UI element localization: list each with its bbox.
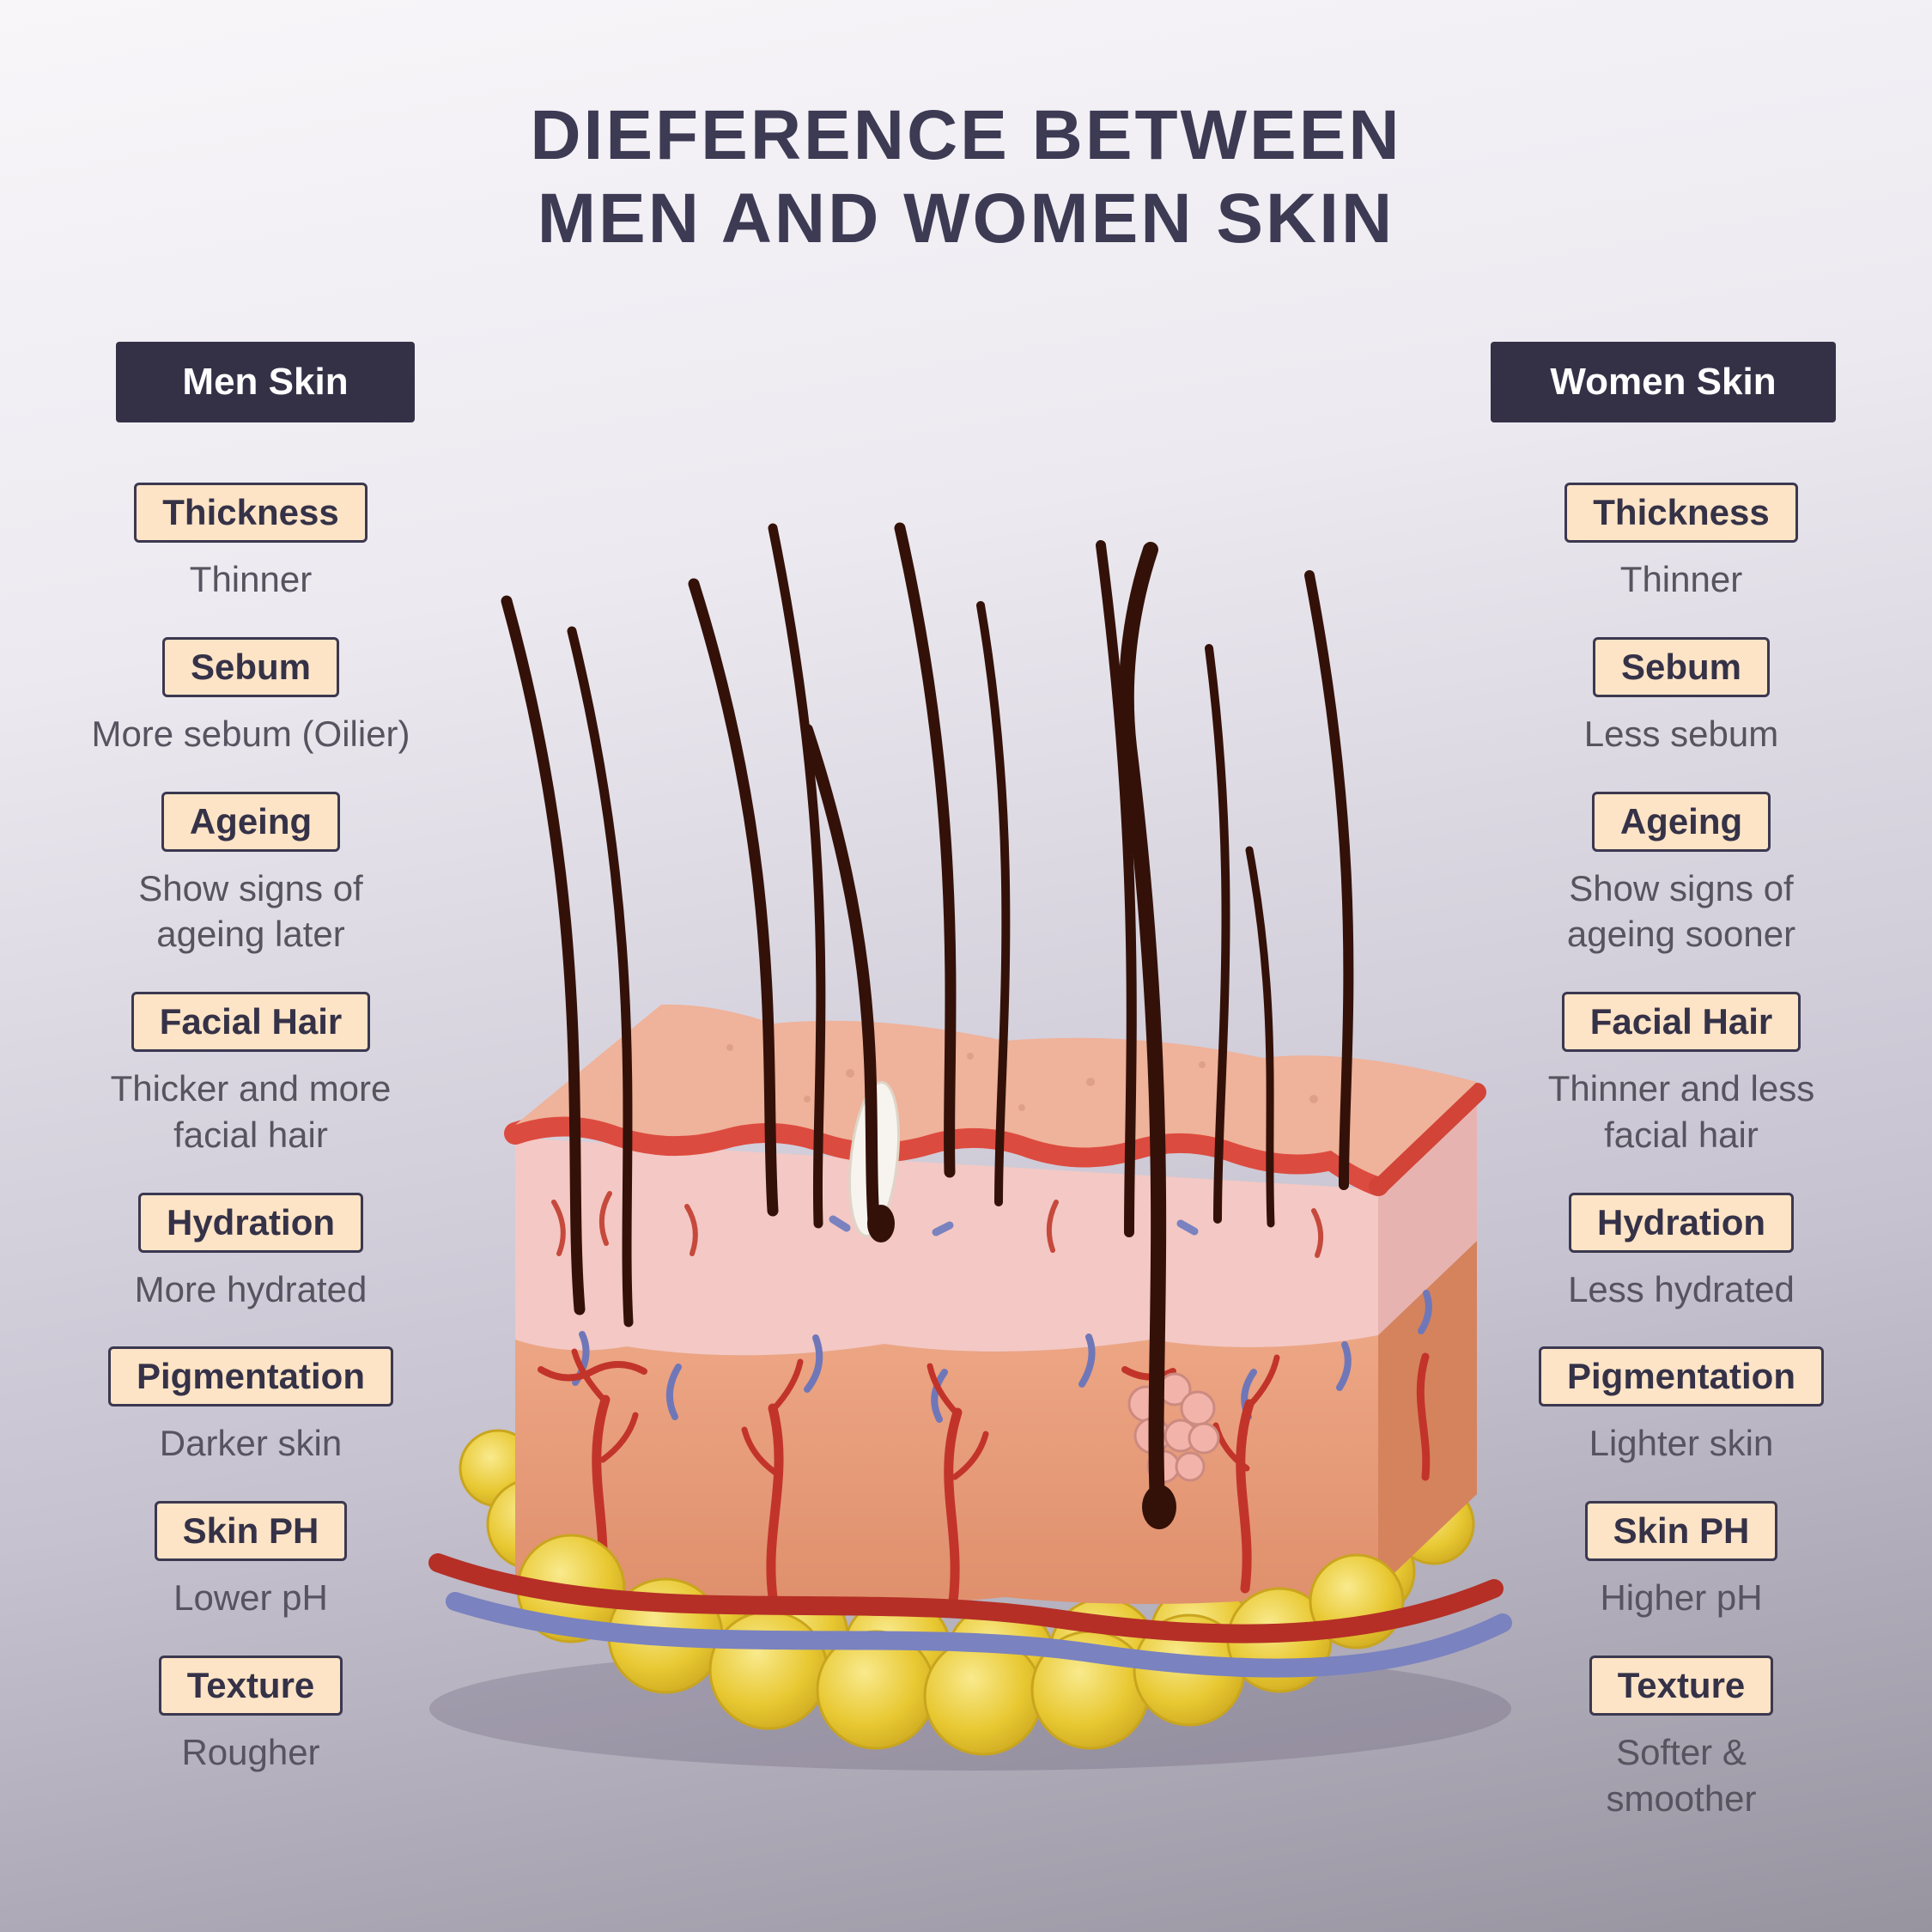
basal-red-layer — [504, 1114, 1389, 1196]
women-sebum-value: Less sebum — [1583, 713, 1779, 754]
title-line-2: MEN AND WOMEN SKIN — [537, 179, 1395, 258]
women-item-facial-hair: Facial Hair Thinner and less facial hair — [1547, 992, 1815, 1158]
women-skin-header: Women Skin — [1491, 342, 1836, 422]
women-item-pigmentation: Pigmentation Lighter skin — [1538, 1346, 1824, 1467]
men-pigmentation-value: Darker skin — [159, 1423, 343, 1464]
men-hydration-value: More hydrated — [134, 1268, 368, 1309]
basal-red-layer-side — [1369, 1083, 1486, 1196]
women-item-hydration: Hydration Less hydrated — [1568, 1192, 1795, 1313]
women-ageing-label: Ageing — [1591, 791, 1771, 852]
men-sebum-label: Sebum — [161, 636, 339, 697]
capillaries-epidermis — [551, 1191, 1324, 1258]
women-facial-hair-label: Facial Hair — [1561, 992, 1801, 1052]
dermis-side — [1378, 1241, 1477, 1589]
skin-surface — [515, 1004, 1477, 1176]
skin-cross-section-illustration — [428, 522, 1512, 1771]
women-column: Thickness Thinner Sebum Less sebum Agein… — [1449, 483, 1913, 1856]
hair-strands — [501, 522, 1354, 1510]
men-texture-value: Rougher — [181, 1731, 320, 1772]
men-thickness-label: Thickness — [134, 483, 368, 543]
women-texture-label: Texture — [1589, 1655, 1774, 1716]
women-hydration-value: Less hydrated — [1568, 1268, 1795, 1309]
men-item-pigmentation: Pigmentation Darker skin — [107, 1346, 393, 1467]
men-facial-hair-label: Facial Hair — [131, 992, 371, 1052]
women-pigmentation-label: Pigmentation — [1538, 1346, 1824, 1407]
men-ageing-label: Ageing — [161, 791, 341, 852]
men-ageing-value: Show signs of ageing later — [138, 867, 363, 955]
title-line-1: DIEFERENCE BETWEEN — [530, 96, 1402, 174]
women-skin-ph-label: Skin PH — [1584, 1501, 1778, 1561]
men-pigmentation-label: Pigmentation — [107, 1346, 393, 1407]
blood-vessels-blue — [572, 1290, 1432, 1423]
men-skin-ph-label: Skin PH — [154, 1501, 348, 1561]
men-column: Thickness Thinner Sebum More sebum (Oili… — [19, 483, 483, 1810]
women-pigmentation-value: Lighter skin — [1589, 1423, 1774, 1464]
men-hydration-label: Hydration — [137, 1192, 363, 1253]
page-title: DIEFERENCE BETWEEN MEN AND WOMEN SKIN — [0, 94, 1932, 261]
sebaceous-gland — [1127, 1372, 1220, 1484]
capillaries-blue-epidermis — [829, 1215, 1199, 1236]
trunk-vessels — [428, 1553, 1512, 1678]
men-item-sebum: Sebum More sebum (Oilier) — [91, 636, 410, 757]
epidermis-side — [1378, 1095, 1477, 1335]
women-thickness-label: Thickness — [1564, 483, 1798, 543]
men-item-thickness: Thickness Thinner — [134, 483, 368, 603]
men-item-texture: Texture Rougher — [158, 1655, 343, 1776]
men-item-hydration: Hydration More hydrated — [134, 1192, 368, 1313]
men-item-skin-ph: Skin PH Lower pH — [154, 1501, 348, 1621]
men-sebum-value: More sebum (Oilier) — [91, 713, 410, 754]
women-thickness-value: Thinner — [1619, 559, 1743, 599]
women-facial-hair-value: Thinner and less facial hair — [1547, 1068, 1815, 1155]
women-item-texture: Texture Softer & smoother — [1589, 1655, 1774, 1822]
men-skin-header: Men Skin — [116, 342, 415, 422]
women-item-sebum: Sebum Less sebum — [1583, 636, 1779, 757]
men-skin-ph-value: Lower pH — [173, 1577, 328, 1618]
women-hydration-label: Hydration — [1568, 1192, 1794, 1253]
women-ageing-value: Show signs of ageing sooner — [1566, 867, 1796, 955]
women-item-skin-ph: Skin PH Higher pH — [1584, 1501, 1778, 1621]
men-item-facial-hair: Facial Hair Thicker and more facial hair — [110, 992, 392, 1158]
women-texture-value: Softer & smoother — [1606, 1731, 1757, 1819]
women-item-ageing: Ageing Show signs of ageing sooner — [1566, 791, 1796, 958]
women-item-thickness: Thickness Thinner — [1564, 483, 1798, 603]
men-thickness-value: Thinner — [189, 559, 313, 599]
women-skin-ph-value: Higher pH — [1600, 1577, 1763, 1618]
men-facial-hair-value: Thicker and more facial hair — [110, 1068, 392, 1155]
women-sebum-label: Sebum — [1592, 636, 1770, 697]
men-texture-label: Texture — [158, 1655, 343, 1716]
men-item-ageing: Ageing Show signs of ageing later — [138, 791, 363, 958]
